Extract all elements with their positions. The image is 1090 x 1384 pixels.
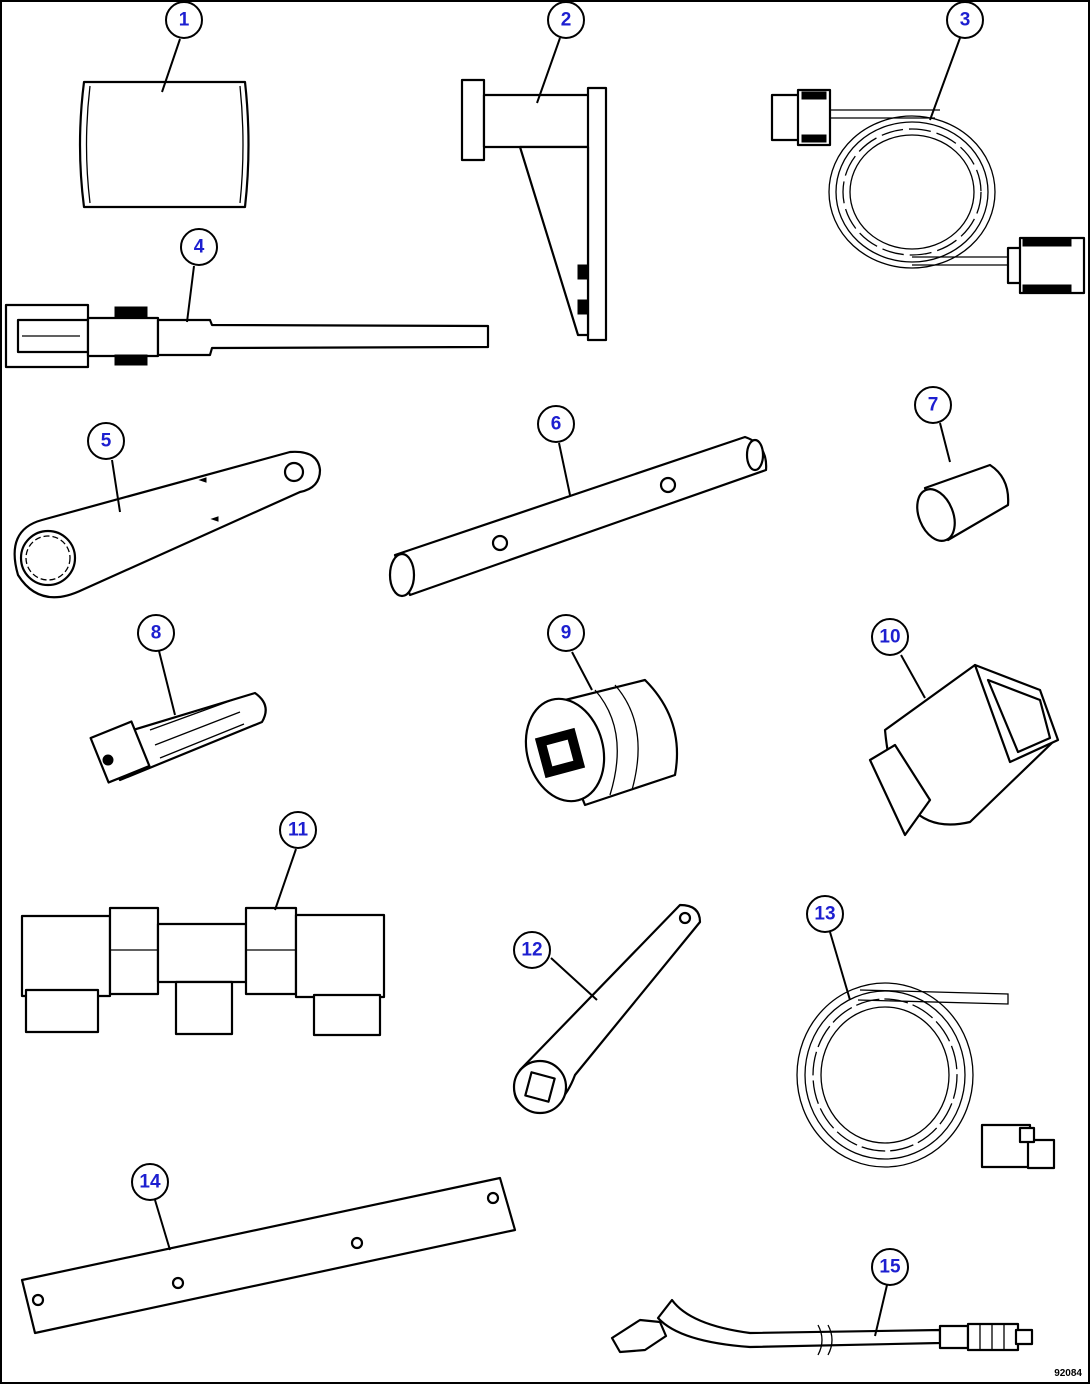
callout-4-label: 4 — [194, 237, 205, 258]
leader-3 — [929, 37, 961, 121]
leader-14 — [154, 1199, 171, 1251]
callout-2: 2 — [547, 1, 585, 39]
callout-9-label: 9 — [561, 623, 572, 644]
callout-5-label: 5 — [101, 431, 112, 452]
callout-15: 15 — [871, 1248, 909, 1286]
callout-8-label: 8 — [151, 623, 162, 644]
leader-1 — [161, 38, 181, 93]
leader-9 — [571, 651, 593, 691]
callout-14: 14 — [131, 1163, 169, 1201]
callout-7-label: 7 — [928, 395, 939, 416]
part-7-sleeve — [916, 463, 1010, 542]
part-14-flat-bar — [20, 1176, 517, 1335]
callout-10: 10 — [871, 618, 909, 656]
figure-id: 92084 — [1054, 1368, 1082, 1379]
callout-15-label: 15 — [879, 1257, 901, 1278]
callout-4: 4 — [180, 228, 218, 266]
part-4-puller — [4, 303, 490, 369]
part-9-socket — [524, 678, 679, 807]
leader-15 — [874, 1284, 888, 1337]
part-10-impact-socket — [868, 663, 1060, 837]
leader-5 — [111, 459, 121, 513]
callout-11: 11 — [279, 811, 317, 849]
callout-3-label: 3 — [960, 10, 971, 31]
leader-lines — [111, 37, 961, 1337]
part-12-spanner — [512, 903, 702, 1115]
leader-10 — [900, 654, 926, 699]
part-11-adapter — [20, 906, 386, 1037]
part-3-cable — [770, 88, 1086, 295]
callout-10-label: 10 — [879, 627, 900, 648]
leader-2 — [536, 37, 561, 104]
callout-12: 12 — [513, 931, 551, 969]
leader-8 — [158, 650, 176, 716]
callout-1: 1 — [165, 1, 203, 39]
callout-13: 13 — [806, 895, 844, 933]
callout-12-label: 12 — [521, 940, 542, 961]
callout-11-label: 11 — [288, 820, 309, 841]
leader-4 — [186, 265, 195, 323]
leader-13 — [829, 931, 851, 1001]
callout-7: 7 — [914, 386, 952, 424]
part-2-bracket — [460, 78, 608, 342]
callout-6: 6 — [537, 405, 575, 443]
leader-12 — [550, 957, 598, 1001]
part-1-block — [78, 80, 250, 209]
callout-5: 5 — [87, 422, 125, 460]
callout-2-label: 2 — [561, 10, 572, 31]
callout-8: 8 — [137, 614, 175, 652]
callout-14-label: 14 — [139, 1172, 161, 1193]
part-6-tube-handle — [388, 435, 768, 598]
leader-7 — [939, 422, 951, 463]
part-15-hose — [610, 1298, 1034, 1356]
part-8-extension — [89, 691, 267, 784]
callout-9: 9 — [547, 614, 585, 652]
part-5-ring-wrench — [13, 450, 322, 599]
leader-11 — [274, 848, 297, 911]
callout-3: 3 — [946, 1, 984, 39]
part-13-coiled-cable — [796, 982, 1056, 1170]
callout-1-label: 1 — [179, 10, 190, 31]
callout-6-label: 6 — [551, 414, 562, 435]
leader-6 — [558, 442, 571, 496]
callout-13-label: 13 — [814, 904, 835, 925]
